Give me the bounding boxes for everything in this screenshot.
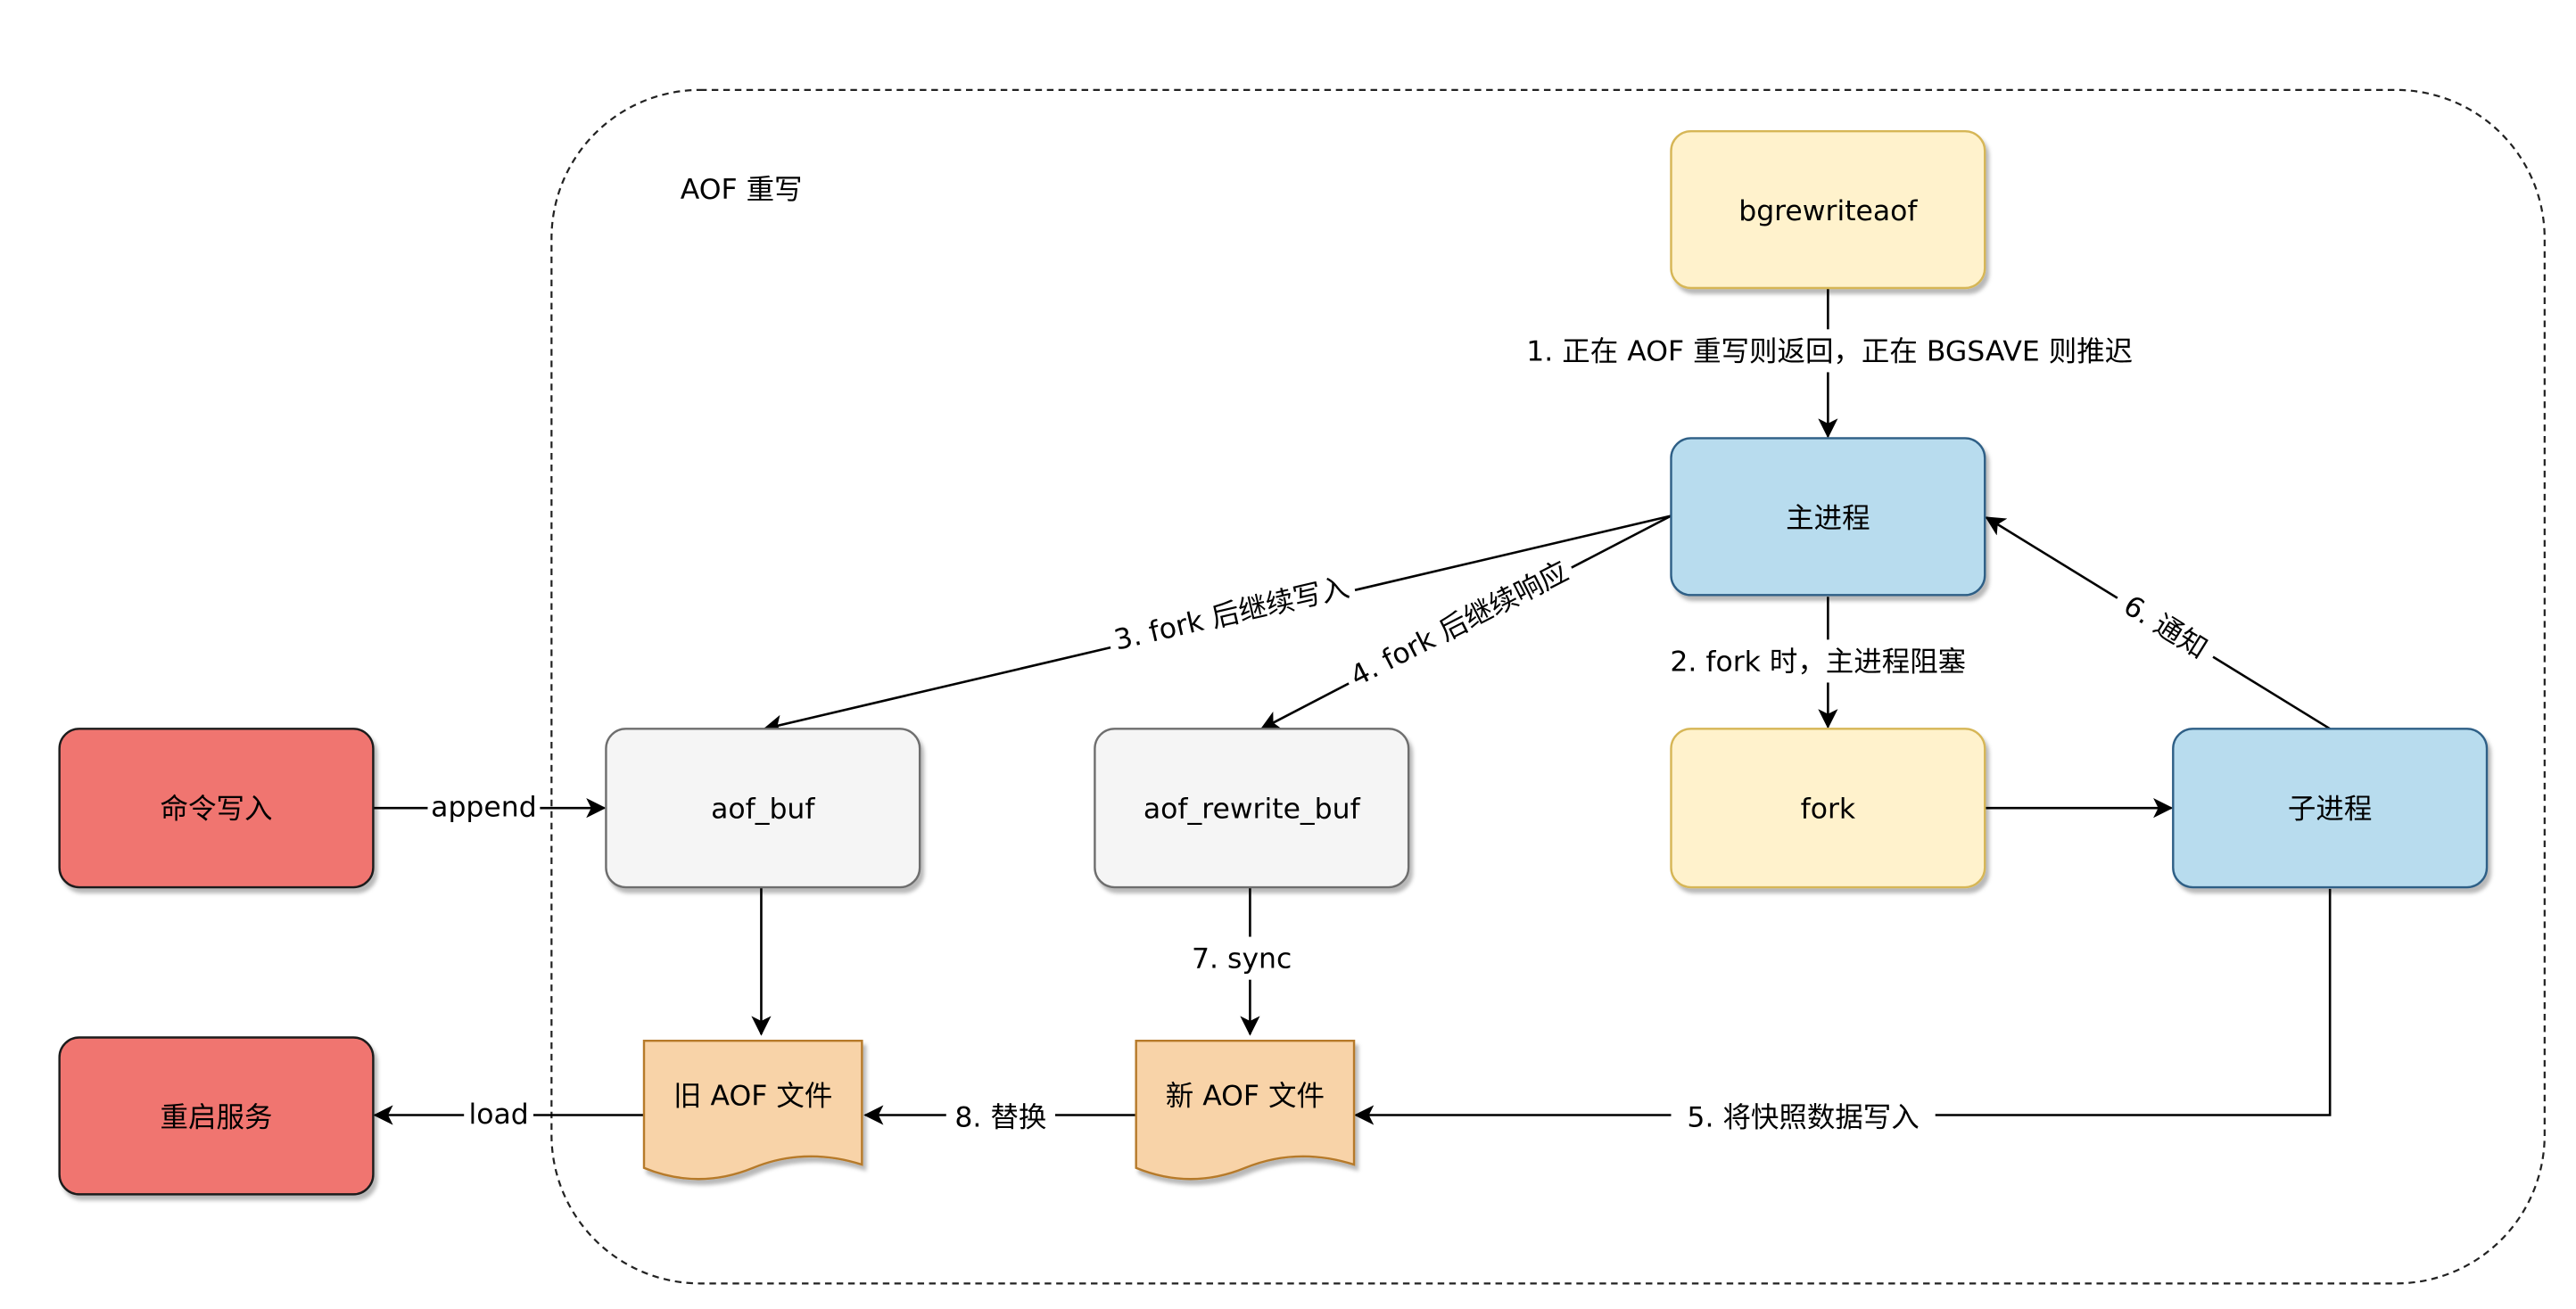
node-child-process[interactable]: 子进程: [2172, 728, 2489, 889]
aof-rewrite-group: AOF 重写: [550, 88, 2546, 1285]
main-process-label: 主进程: [1786, 502, 1870, 534]
node-old-aof-file[interactable]: 旧 AOF 文件: [642, 1039, 863, 1181]
restart-service-box: [58, 1036, 375, 1196]
aof-buf-label: aof_buf: [711, 793, 815, 825]
new-aof-file-label: 新 AOF 文件: [1166, 1080, 1325, 1112]
label-load: load: [468, 1099, 528, 1131]
new-aof-file-shape: [1135, 1039, 1356, 1181]
node-aof-rewrite-buf[interactable]: aof_rewrite_buf: [1094, 728, 1410, 889]
label-step7: 7. sync: [1192, 943, 1292, 976]
label-step2: 2. fork 时，主进程阻塞: [1670, 646, 1966, 679]
edges: [373, 288, 2332, 1125]
command-write-box: [58, 728, 375, 889]
old-aof-file-label: 旧 AOF 文件: [673, 1080, 832, 1112]
node-main-process[interactable]: 主进程: [1670, 437, 1986, 597]
node-command-write[interactable]: 命令写入: [58, 728, 375, 889]
nodes: bgrewriteaof 主进程 fork 子进程 命令写入 aof_buf: [58, 129, 2489, 1196]
node-fork[interactable]: fork: [1670, 728, 1986, 889]
node-restart-service[interactable]: 重启服务: [58, 1036, 375, 1196]
label-step4: 4. fork 后继续响应: [1345, 556, 1573, 693]
node-bgrewriteaof[interactable]: bgrewriteaof: [1670, 129, 1986, 290]
main-process-box: [1670, 437, 1986, 597]
group-border: [550, 88, 2546, 1285]
aof-rewrite-buf-label: aof_rewrite_buf: [1144, 793, 1361, 825]
child-process-box: [2172, 728, 2489, 889]
aof-rewrite-buf-box: [1094, 728, 1410, 889]
node-aof-buf[interactable]: aof_buf: [605, 728, 921, 889]
label-append: append: [431, 791, 537, 823]
node-new-aof-file[interactable]: 新 AOF 文件: [1135, 1039, 1356, 1181]
bgrewriteaof-label: bgrewriteaof: [1738, 195, 1918, 227]
label-step5: 5. 将快照数据写入: [1687, 1101, 1919, 1133]
edge-step5: [1354, 888, 2332, 1125]
fork-box: [1670, 728, 1986, 889]
label-step8: 8. 替换: [954, 1101, 1046, 1133]
group-title: AOF 重写: [681, 174, 803, 206]
child-process-label: 子进程: [2288, 793, 2372, 825]
old-aof-file-shape: [642, 1039, 863, 1181]
restart-service-label: 重启服务: [161, 1101, 273, 1133]
aof-buf-box: [605, 728, 921, 889]
command-write-label: 命令写入: [161, 793, 273, 825]
fork-label: fork: [1801, 793, 1856, 825]
bgrewriteaof-box: [1670, 129, 1986, 290]
label-step1: 1. 正在 AOF 重写则返回，正在 BGSAVE 则推迟: [1526, 335, 2133, 367]
